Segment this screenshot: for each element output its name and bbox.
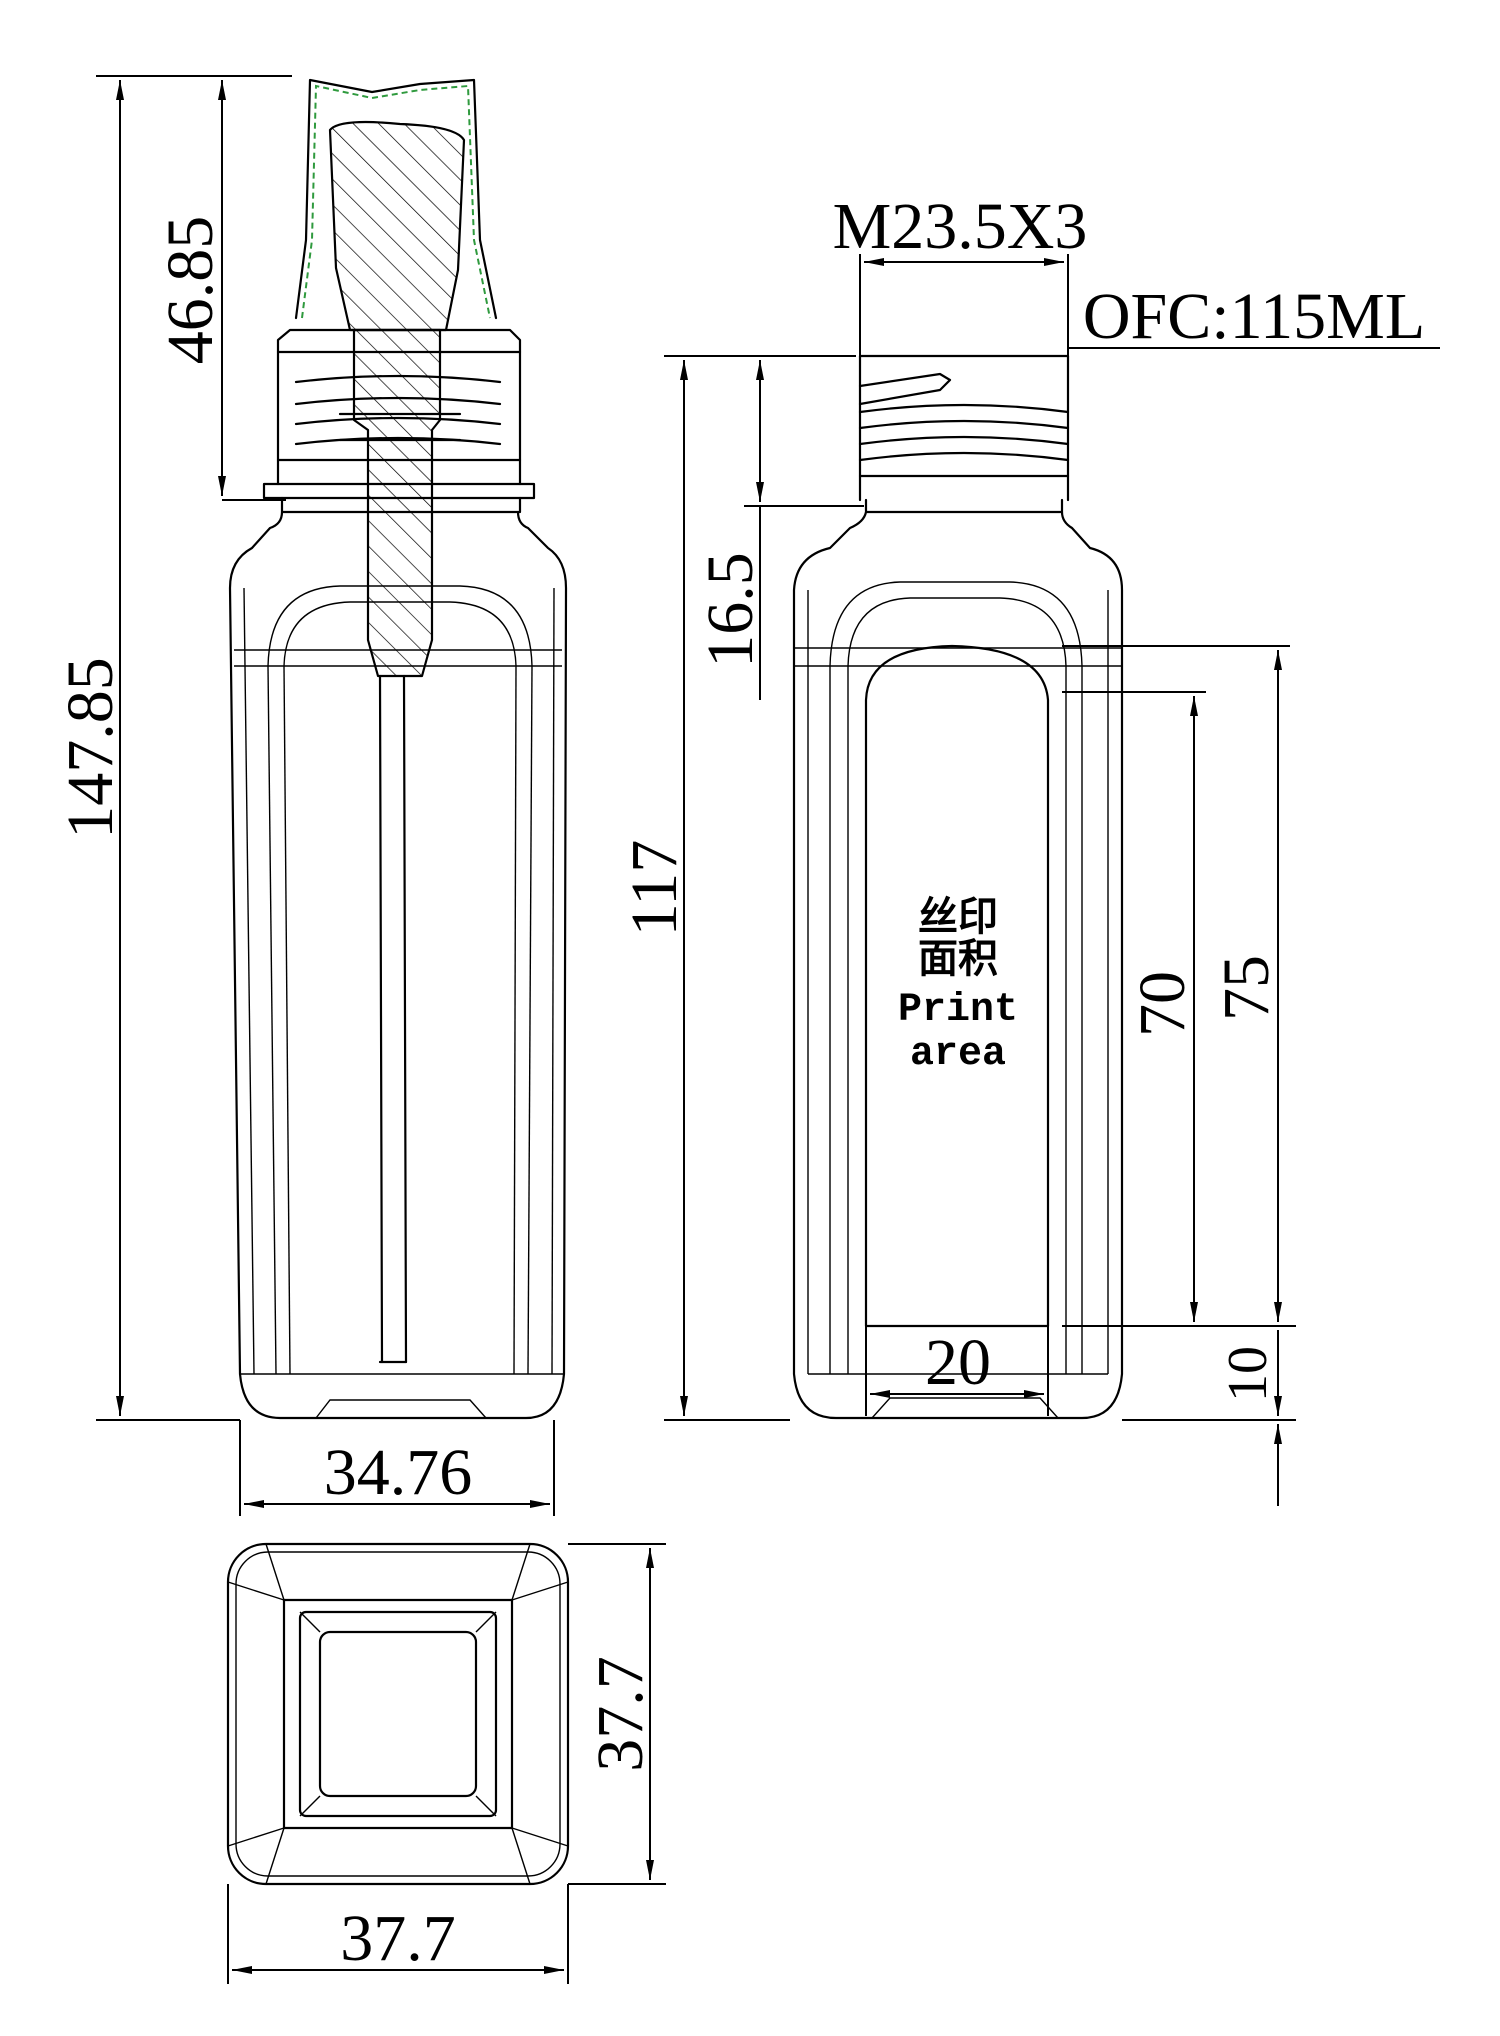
base-width-label: 37.7 — [340, 1902, 456, 1975]
neck-height-label: 16.5 — [694, 552, 767, 668]
print-area-cn-line2: 面积 — [918, 936, 998, 982]
side-view-with-pump: 147.85 46.85 34.76 — [54, 75, 568, 1516]
base-outline — [226, 1542, 570, 1886]
capacity-label: OFC:115ML — [1083, 280, 1425, 353]
bottle-body-right — [792, 498, 1124, 1420]
overall-height-label: 147.85 — [54, 657, 127, 839]
print-area-cn-line1: 丝印 — [918, 894, 998, 940]
bottom-offset-label: 10 — [1217, 1346, 1279, 1402]
print-area — [864, 644, 1050, 1328]
print-height-70-label: 70 — [1126, 971, 1199, 1037]
print-area-en-line2: area — [910, 1032, 1006, 1077]
side-view-bottle: 丝印 面积 Print area M23.5X3 OFC:115ML 117 1… — [618, 190, 1440, 1506]
dip-tube — [378, 674, 384, 1364]
print-height-75-label: 75 — [1210, 955, 1283, 1021]
bottom-view: 37.7 37.7 — [226, 1542, 666, 1984]
pump-cap-outline — [294, 78, 498, 320]
thread-label: M23.5X3 — [833, 190, 1088, 263]
bottle-body-left — [228, 496, 568, 1420]
pump-height-label: 46.85 — [154, 216, 227, 365]
print-width-label: 20 — [925, 1326, 991, 1399]
bottle-height-label: 117 — [618, 840, 691, 937]
base-depth-label: 37.7 — [584, 1656, 657, 1772]
print-area-en-line1: Print — [898, 988, 1018, 1033]
bottle-width-label: 34.76 — [324, 1436, 473, 1509]
